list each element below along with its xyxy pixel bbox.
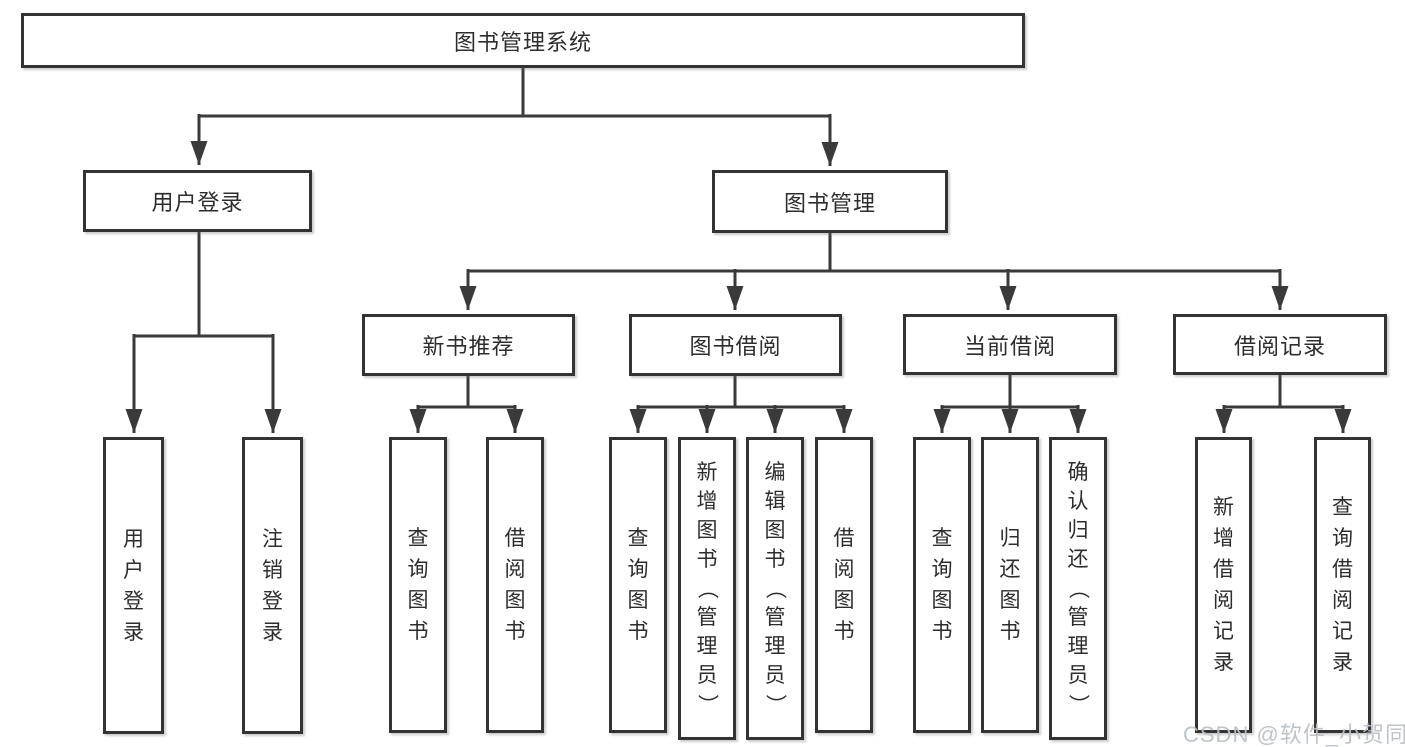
- leaf-query-books-borrowing: 查询图书: [609, 437, 667, 733]
- leaf-add-borrow-record: 新增借阅记录: [1195, 437, 1252, 733]
- node-book-borrowing-label: 图书借阅: [689, 334, 782, 359]
- node-current-borrowing-label: 当前借阅: [963, 333, 1056, 359]
- leaf-return-books: 归还图书: [981, 437, 1039, 733]
- leaf-confirm-return-admin: 确认归还（管理员）: [1049, 437, 1107, 740]
- node-book-management: 图书管理: [712, 170, 948, 233]
- csdn-watermark: CSDN @软件_小贺同学: [1183, 722, 1405, 747]
- leaf-query-borrow-record: 查询借阅记录: [1314, 437, 1371, 733]
- node-new-book-recommendation: 新书推荐: [362, 314, 575, 376]
- node-root-book-management-system: 图书管理系统: [21, 13, 1025, 68]
- node-book-management-label: 图书管理: [783, 190, 876, 216]
- node-borrowing-records: 借阅记录: [1173, 314, 1387, 375]
- leaf-add-books-admin: 新增图书（管理员）: [678, 437, 736, 740]
- leaf-query-books-recommend: 查询图书: [389, 437, 447, 733]
- leaf-logout: 注销登录: [242, 437, 303, 734]
- node-current-borrowing: 当前借阅: [903, 314, 1117, 375]
- leaf-borrow-books-recommend: 借阅图书: [486, 437, 544, 733]
- node-user-login-label: 用户登录: [151, 190, 244, 215]
- node-book-borrowing: 图书借阅: [629, 314, 842, 376]
- node-borrowing-records-label: 借阅记录: [1233, 333, 1326, 359]
- leaf-user-login: 用户登录: [103, 437, 164, 734]
- leaf-edit-books-admin: 编辑图书（管理员）: [746, 437, 804, 740]
- leaf-borrow-books-borrowing: 借阅图书: [815, 437, 873, 733]
- node-root-label: 图书管理系统: [453, 29, 592, 55]
- node-user-login: 用户登录: [83, 170, 312, 232]
- leaf-query-books-current: 查询图书: [913, 437, 971, 733]
- node-new-book-recommendation-label: 新书推荐: [422, 334, 515, 359]
